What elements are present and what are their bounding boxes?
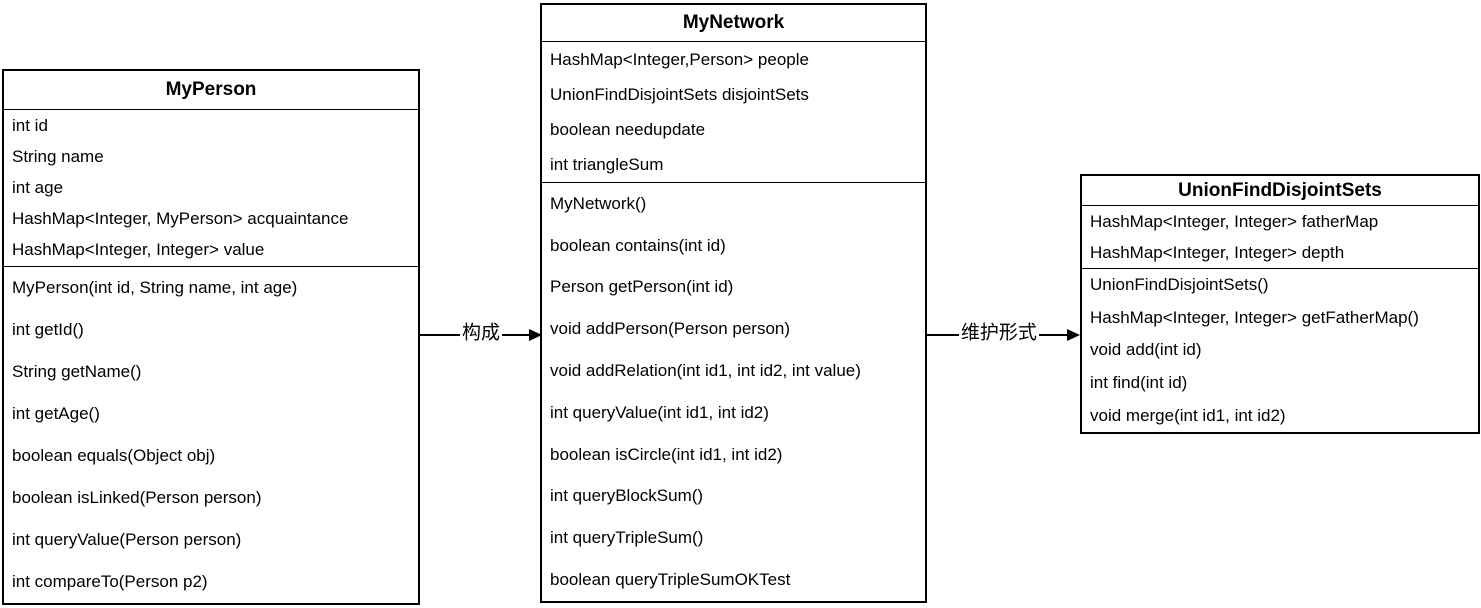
method-row: int queryValue(Person person) [12,530,242,549]
arrowhead-right-icon [529,329,542,341]
method-row: boolean contains(int id) [550,235,726,255]
field-row: UnionFindDisjointSets disjointSets [550,84,809,104]
method-row: MyNetwork() [550,193,647,213]
class-box-unionfinddisjointsets: UnionFindDisjointSets HashMap<Integer, I… [1080,174,1480,434]
arrowhead-right-icon [1067,329,1080,341]
field-row: HashMap<Integer, Integer> fatherMap [1090,211,1379,231]
field-row: HashMap<Integer, MyPerson> acquaintance [12,209,349,229]
field-row: int triangleSum [550,154,664,174]
method-row: int queryBlockSum() [550,486,704,506]
method-row: Person getPerson(int id) [550,277,734,297]
method-row: UnionFindDisjointSets() [1090,275,1269,295]
methods-section-unionfinddisjointsets: UnionFindDisjointSets() HashMap<Integer, … [1082,268,1478,432]
method-row: MyPerson(int id, String name, int age) [12,278,298,297]
method-row: boolean isCircle(int id1, int id2) [550,444,783,464]
method-row: HashMap<Integer, Integer> getFatherMap() [1090,307,1419,327]
class-box-mynetwork: MyNetwork HashMap<Integer,Person> people… [540,3,927,603]
method-row: int find(int id) [1090,373,1188,393]
method-row: void add(int id) [1090,340,1202,360]
relation-label: 维护形式 [958,317,1039,345]
relation-arrow-myperson-to-mynetwork: 构成 [420,317,542,350]
method-row: boolean equals(Object obj) [12,446,216,465]
field-row: HashMap<Integer,Person> people [550,49,809,69]
methods-section-mynetwork: MyNetwork() boolean contains(int id) Perso… [542,182,925,601]
method-row: boolean isLinked(Person person) [12,488,262,507]
class-title-myperson: MyPerson [4,71,418,110]
method-row: String getName() [12,362,142,381]
method-row: int compareTo(Person p2) [12,572,208,591]
class-title-mynetwork: MyNetwork [542,5,925,42]
method-row: void addPerson(Person person) [550,319,791,339]
relation-arrow-mynetwork-to-unionfinddisjointsets: 维护形式 [927,317,1080,350]
methods-section-myperson: MyPerson(int id, String name, int age) in… [4,266,418,603]
field-row: int id [12,115,48,135]
field-row: int age [12,178,64,197]
method-row: boolean queryTripleSumOKTest [550,570,791,590]
relation-label: 构成 [459,317,503,345]
method-row: int getAge() [12,404,100,423]
field-row: boolean needupdate [550,119,706,139]
method-row: int queryValue(int id1, int id2) [550,402,769,422]
field-row: String name [12,146,104,166]
method-row: int queryTripleSum() [550,528,704,548]
method-row: void addRelation(int id1, int id2, int v… [550,361,861,381]
class-title-unionfinddisjointsets: UnionFindDisjointSets [1082,176,1478,206]
method-row: void merge(int id1, int id2) [1090,405,1286,425]
field-row: HashMap<Integer, Integer> depth [1090,242,1345,262]
field-row: HashMap<Integer, Integer> value [12,240,265,260]
method-row: int getId() [12,320,84,339]
